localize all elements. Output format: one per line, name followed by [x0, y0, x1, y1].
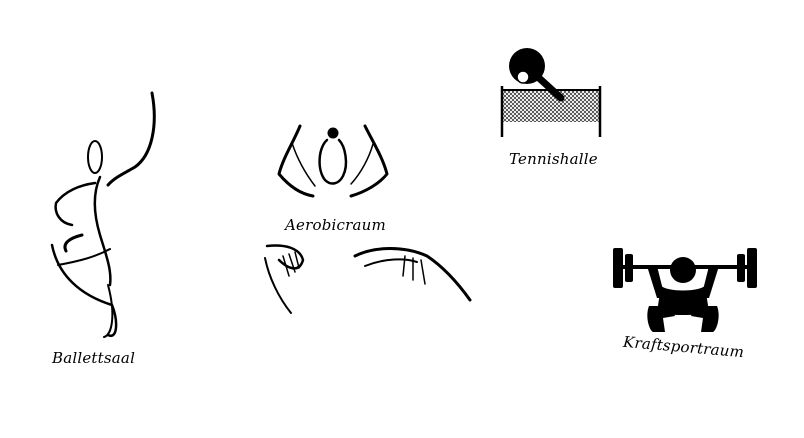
- room-ballettsaal: Ballettsaal: [40, 85, 180, 385]
- aerobic-figure-icon: [264, 124, 472, 314]
- room-aerobicraum: Aerobicraum: [255, 118, 480, 323]
- table-tennis-icon: [500, 48, 602, 137]
- room-kraftsportraum: Kraftsportraum: [605, 240, 765, 365]
- ballet-dancer-icon: [50, 91, 156, 338]
- room-label-tennishalle: Tennishalle: [509, 150, 598, 168]
- room-tennishalle: Tennishalle: [495, 42, 615, 172]
- weightlifter-icon: [613, 248, 757, 332]
- room-label-ballettsaal: Ballettsaal: [52, 349, 136, 367]
- room-label-aerobicraum: Aerobicraum: [285, 216, 386, 234]
